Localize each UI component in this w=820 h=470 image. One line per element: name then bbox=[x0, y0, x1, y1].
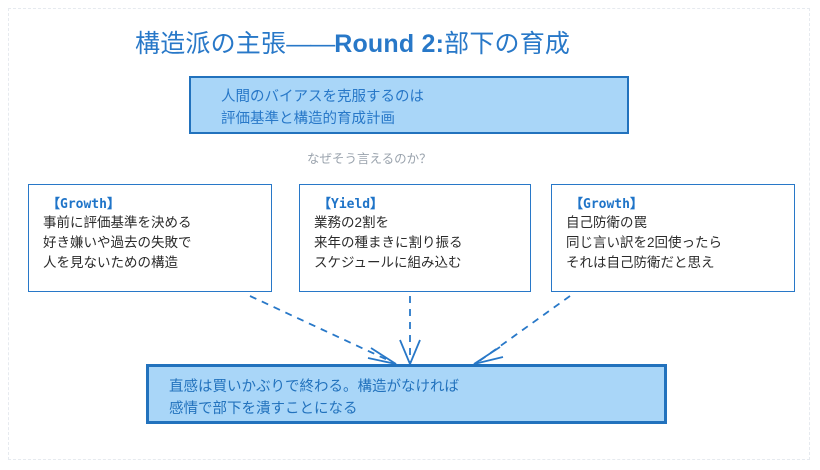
support-box-3: 【Growth】 自己防衛の罠 同じ言い訳を2回使ったら それは自己防衛だと思え bbox=[551, 184, 795, 292]
conclusion-text: 直感は買いかぶりで終わる。構造がなければ 感情で部下を潰すことになる bbox=[169, 379, 459, 417]
support-box-3-body: 自己防衛の罠 同じ言い訳を2回使ったら それは自己防衛だと思え bbox=[566, 215, 723, 270]
claim-text: 人間のバイアスを克服するのは 評価基準と構造的育成計画 bbox=[221, 89, 424, 127]
arrow-left-line bbox=[249, 295, 393, 363]
arrow-right-line bbox=[477, 295, 571, 363]
title-tail: 部下の育成 bbox=[444, 30, 571, 58]
arrow-right-head bbox=[473, 346, 504, 365]
arrow-center-head bbox=[399, 339, 421, 367]
title-emphasis: Round 2: bbox=[334, 30, 445, 58]
arrow-left-head bbox=[367, 347, 397, 365]
conclusion-box: 直感は買いかぶりで終わる。構造がなければ 感情で部下を潰すことになる bbox=[146, 364, 667, 424]
support-box-3-tag: 【Growth】 bbox=[570, 197, 643, 212]
connector-label-why: なぜそう言えるのか？ bbox=[307, 152, 432, 166]
support-box-2: 【Yield】 業務の2割を 来年の種まきに割り振る スケジュールに組み込む bbox=[299, 184, 531, 292]
support-box-1-tag: 【Growth】 bbox=[47, 197, 120, 212]
support-box-2-body: 業務の2割を 来年の種まきに割り振る スケジュールに組み込む bbox=[314, 215, 463, 270]
title-dash: —— bbox=[286, 30, 335, 58]
title-lead: 構造派の主張 bbox=[135, 30, 287, 58]
page-title: 構造派の主張——Round 2:部下の育成 bbox=[135, 24, 570, 60]
claim-box: 人間のバイアスを克服するのは 評価基準と構造的育成計画 bbox=[189, 76, 629, 134]
support-box-1-body: 事前に評価基準を決める 好き嫌いや過去の失敗で 人を見ないための構造 bbox=[43, 215, 192, 270]
support-box-2-tag: 【Yield】 bbox=[318, 197, 384, 212]
support-box-1: 【Growth】 事前に評価基準を決める 好き嫌いや過去の失敗で 人を見ないため… bbox=[28, 184, 272, 292]
